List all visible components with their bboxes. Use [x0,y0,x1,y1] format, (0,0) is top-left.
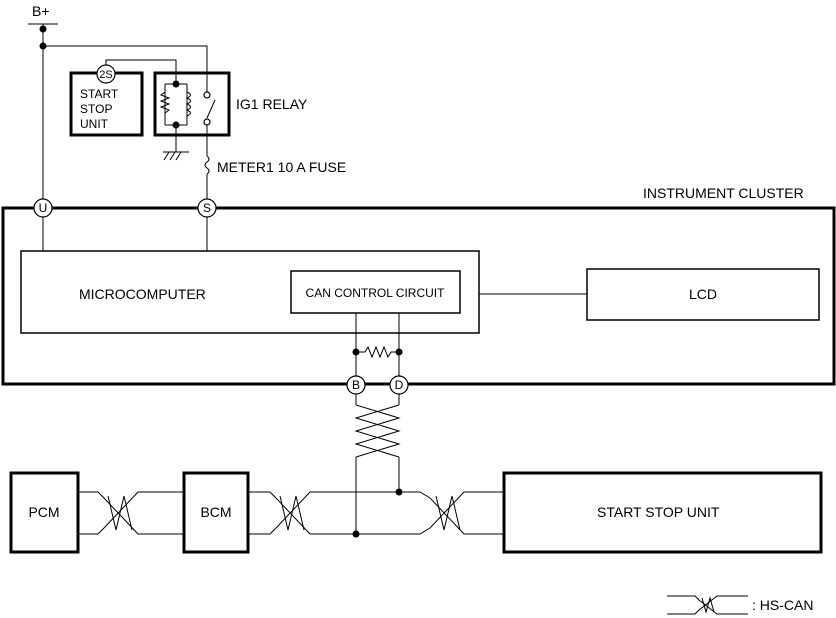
microcomputer-label: MICROCOMPUTER [79,286,206,302]
pin-2s: 2S [99,69,112,81]
can-control-circuit-label: CAN CONTROL CIRCUIT [306,286,446,300]
pin-u: U [39,201,48,215]
relay-feed-wire [43,45,208,93]
ig1-relay: IG1 RELAY [153,71,308,161]
lcd-box [586,268,820,321]
start-stop-unit-small: 2S START STOP UNIT [69,64,144,137]
pcm-label: PCM [28,504,59,520]
cluster-label: INSTRUMENT CLUSTER [643,185,804,201]
pin-s: S [203,201,211,215]
twisted-pair-vertical [354,394,401,534]
instrument-cluster: INSTRUMENT CLUSTER U S MICROCOMPUTER CAN… [1,185,836,395]
can-control-circuit-box [290,270,461,314]
start-stop-unit-box [502,471,823,554]
meter-fuse: METER1 10 A FUSE [204,125,346,208]
hs-can-junction-ssu [352,488,504,538]
start-stop-line3: UNIT [80,117,109,131]
pin-b: B [352,378,360,392]
termination-resistor [356,345,399,359]
battery-label: B+ [32,3,50,19]
pin-d: D [395,378,404,392]
bcm-label: BCM [200,504,231,520]
legend: : HS-CAN [667,595,813,615]
legend-label: : HS-CAN [752,597,813,613]
bcm-box [182,471,250,554]
hs-can-bcm-junction [248,491,399,535]
pcm-box [9,471,80,554]
hs-can-pcm-bcm [78,491,184,535]
battery-terminal: B+ [28,3,58,208]
start-stop-unit-label: START STOP UNIT [597,504,720,520]
fuse-label: METER1 10 A FUSE [217,159,346,175]
start-stop-line1: START [80,87,119,101]
start-stop-line2: STOP [80,102,112,116]
lcd-label: LCD [689,286,717,302]
relay-label: IG1 RELAY [236,96,308,112]
